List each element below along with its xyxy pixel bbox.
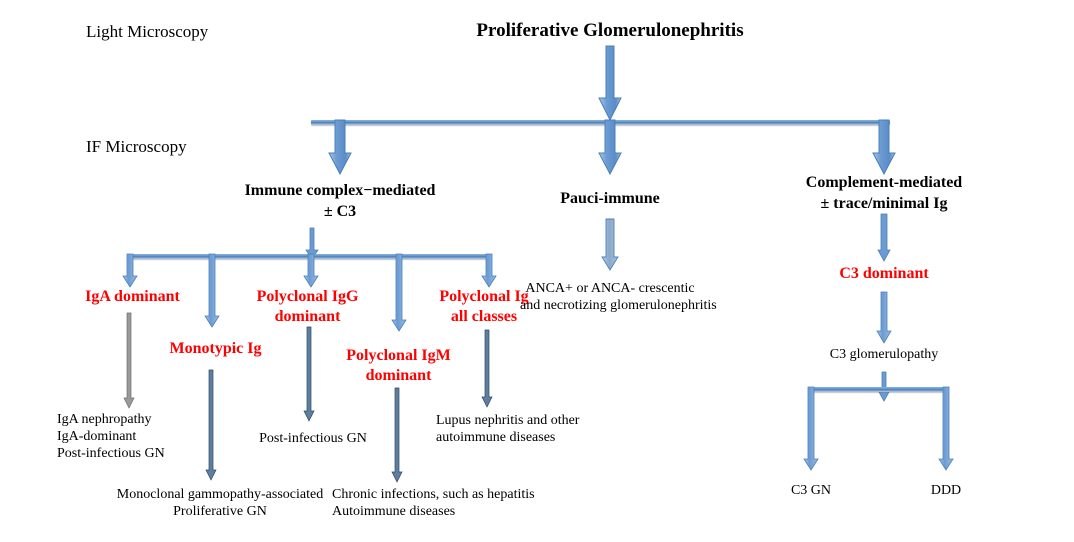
arrow-to-polyclonal-ig-all-classes bbox=[481, 253, 497, 288]
outcome-chronic-infections-line1: Chronic infections, such as hepatitis bbox=[332, 487, 535, 502]
connector-bar-main-split bbox=[311, 120, 890, 125]
arrow-pauci-immune-to-anca bbox=[601, 218, 619, 271]
arrow-polyclonal-igg-to-outcome bbox=[303, 326, 315, 422]
arrow-c3-glomerulopathy-stub bbox=[878, 371, 890, 402]
category-immune-complex-mediated-line1: Immune complex−mediated bbox=[244, 182, 436, 199]
outcome-chronic-infections-line2: Autoimmune diseases bbox=[332, 504, 456, 519]
category-complement-mediated-line1: Complement-mediated bbox=[805, 174, 963, 191]
arrow-to-immune-complex-mediated bbox=[328, 119, 352, 176]
arrow-complement-to-c3-dominant bbox=[877, 213, 891, 262]
stage-label-light-microscopy: Light Microscopy bbox=[86, 22, 209, 41]
arrow-root-to-split bbox=[598, 45, 622, 122]
subtype-polyclonal-igm-dominant-line1: Polyclonal IgM bbox=[346, 347, 451, 364]
outcome-lupus-nephritis-line1: Lupus nephritis and other bbox=[436, 413, 580, 428]
arrow-to-iga-dominant bbox=[122, 253, 138, 288]
subtype-polyclonal-ig-all-classes-line1: Polyclonal Ig bbox=[439, 288, 529, 305]
arrow-polyclonal-igm-to-outcome bbox=[391, 387, 403, 483]
connector-bar-c3-split bbox=[809, 387, 946, 392]
arrow-to-polyclonal-igg-dominant bbox=[303, 253, 319, 288]
arrow-monotypic-ig-to-outcome bbox=[205, 369, 217, 481]
subtype-polyclonal-ig-all-classes-line2: all classes bbox=[450, 308, 518, 325]
arrow-to-polyclonal-igm-dominant bbox=[391, 253, 407, 332]
outcome-monoclonal-gammopathy-line1: Monoclonal gammopathy-associated bbox=[116, 487, 324, 502]
subtype-monotypic-ig: Monotypic Ig bbox=[169, 340, 262, 357]
subtype-polyclonal-igm-dominant-line2: dominant bbox=[365, 367, 432, 384]
outcome-anca-crescentic-line1: ANCA+ or ANCA- crescentic bbox=[525, 281, 695, 296]
arrow-c3-dominant-to-c3-glomerulopathy bbox=[876, 291, 892, 344]
label-c3-dominant: C3 dominant bbox=[839, 265, 929, 282]
outcome-lupus-nephritis-line2: autoimmune diseases bbox=[436, 430, 556, 445]
subtype-polyclonal-igg-dominant-line1: Polyclonal IgG bbox=[256, 288, 359, 305]
arrow-iga-dominant-to-outcome bbox=[123, 312, 135, 409]
outcome-iga-nephropathy-line1: IgA nephropathy bbox=[57, 412, 152, 427]
arrow-to-complement-mediated bbox=[872, 119, 896, 176]
terminal-c3-gn: C3 GN bbox=[790, 483, 832, 498]
outcome-monoclonal-gammopathy-line2: Proliferative GN bbox=[173, 504, 267, 519]
outcome-iga-nephropathy-line2: IgA-dominant bbox=[57, 429, 137, 444]
arrow-to-pauci-immune bbox=[598, 119, 622, 176]
subtype-polyclonal-igg-dominant-line2: dominant bbox=[274, 308, 341, 325]
stage-label-if-microscopy: IF Microscopy bbox=[86, 137, 187, 156]
category-pauci-immune-line1: Pauci-immune bbox=[560, 190, 660, 207]
label-c3-glomerulopathy: C3 glomerulopathy bbox=[829, 347, 939, 362]
category-complement-mediated-line2: ± trace/minimal Ig bbox=[820, 195, 948, 212]
subtype-iga-dominant: IgA dominant bbox=[85, 288, 180, 305]
outcome-post-infectious-gn: Post-infectious GN bbox=[259, 431, 367, 446]
terminal-ddd: DDD bbox=[930, 483, 962, 498]
arrow-to-monotypic-ig bbox=[204, 253, 220, 328]
category-immune-complex-mediated-line2: ± C3 bbox=[323, 203, 357, 220]
arrow-polyclonal-ig-all-classes-to-outcome bbox=[481, 329, 493, 408]
page-title: Proliferative Glomerulonephritis bbox=[476, 20, 744, 41]
outcome-iga-nephropathy-line3: Post-infectious GN bbox=[57, 446, 165, 461]
arrow-to-ddd bbox=[938, 386, 954, 471]
outcome-anca-crescentic-line2: and necrotizing glomerulonephritis bbox=[520, 298, 717, 313]
arrow-to-c3-gn bbox=[803, 386, 819, 471]
